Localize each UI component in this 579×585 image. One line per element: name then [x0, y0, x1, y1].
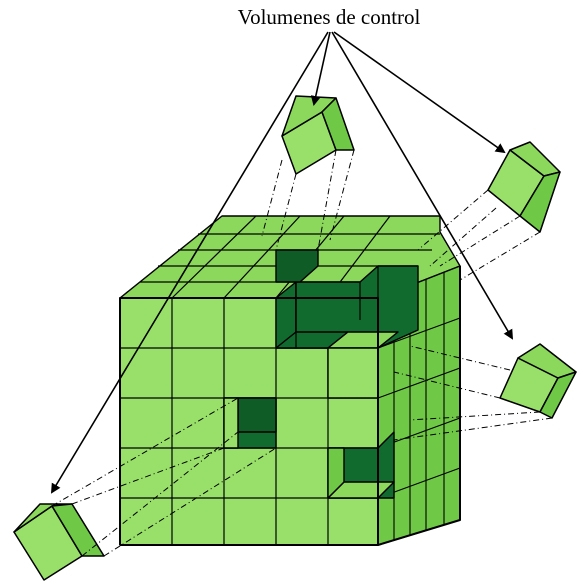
arrow-to-right-upper-cube [333, 31, 506, 154]
hollow-center-inner [237, 397, 277, 433]
projection-lines [51, 149, 553, 557]
hollow-center-light [223, 397, 239, 449]
title-label: Volumenes de control [238, 5, 421, 29]
control-volume-cube-top [281, 95, 355, 175]
protruding-block-front [327, 347, 379, 399]
big-cube [119, 215, 461, 546]
control-volume-cube-right-lower [499, 343, 577, 419]
arrow-to-top-cube [310, 31, 331, 106]
hollow-lower-right-side [327, 447, 345, 499]
arrow-to-bottom-left-cube [50, 31, 329, 494]
control-volume-cube-right-upper [487, 141, 561, 233]
arrow-to-right-lower-cube [331, 31, 514, 340]
hollow-upper-pocket [275, 249, 319, 283]
control-volume-cube-bottom-left [13, 503, 105, 581]
arrows [50, 31, 514, 494]
